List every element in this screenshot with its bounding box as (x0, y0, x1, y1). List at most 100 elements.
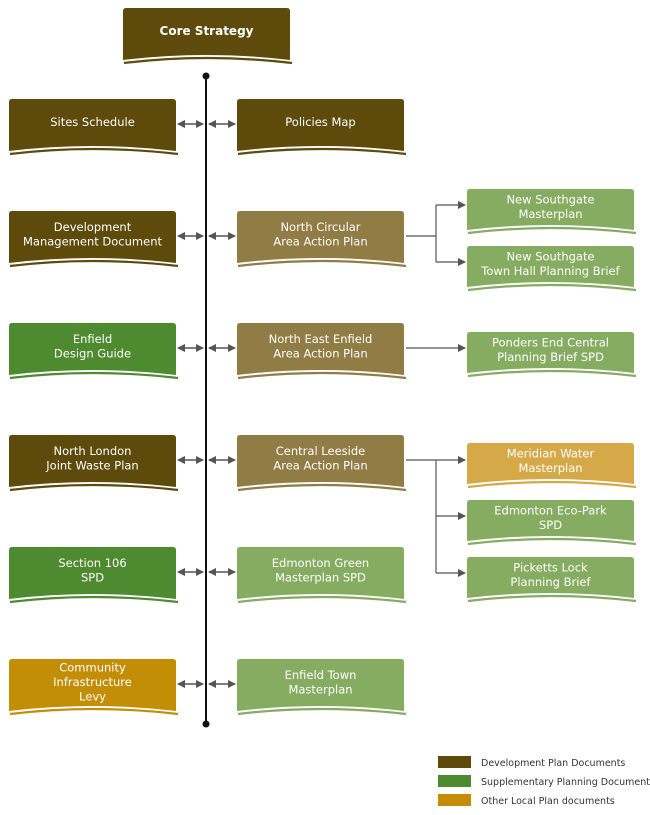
meridian-water-masterplan-shape (467, 443, 634, 484)
ponders-end-central-brief-label-line: Ponders End Central (492, 335, 609, 349)
new-southgate-town-hall-brief-label-line: Town Hall Planning Brief (480, 264, 620, 278)
north-east-enfield-aap-underline (237, 371, 407, 380)
ponders-end-central-brief-underline (467, 369, 637, 378)
section-106-spd-label-line: Section 106 (58, 556, 126, 570)
policies-map-underline (237, 147, 407, 156)
development-management-document-label-line: Management Document (23, 234, 162, 248)
legend-swatch (438, 756, 471, 768)
connectors (177, 72, 466, 728)
enfield-design-guide-underline (9, 371, 179, 380)
central-leeside-aap-label-line: Area Action Plan (273, 458, 367, 472)
north-london-joint-waste-plan-label-line: North London (54, 444, 132, 458)
core-strategy-underline (123, 56, 293, 65)
central-leeside-aap-underline (237, 483, 407, 492)
community-infrastructure-levy-label-line: Levy (79, 690, 106, 704)
section-106-spd-shape (9, 547, 176, 599)
policies-map-label-line: Policies Map (285, 115, 355, 129)
edmonton-green-masterplan-spd-label-line: Edmonton Green (272, 556, 369, 570)
north-circular-aap-shape (237, 211, 404, 263)
policies-map-box: Policies Map (237, 99, 407, 156)
development-management-document-label-line: Development (54, 220, 132, 234)
sites-schedule-label-line: Sites Schedule (50, 115, 135, 129)
new-southgate-masterplan-label-line: Masterplan (518, 207, 582, 221)
legend-label: Other Local Plan documents (481, 796, 615, 807)
spine-dot-bottom (202, 720, 210, 728)
legend-label: Supplementary Planning Document (481, 777, 650, 788)
edmonton-green-masterplan-spd-shape (237, 547, 404, 599)
enfield-town-masterplan-label-line: Masterplan (288, 682, 352, 696)
north-london-joint-waste-plan-label-line: Joint Waste Plan (45, 458, 138, 472)
legend-label: Development Plan Documents (481, 758, 625, 769)
new-southgate-masterplan-underline (467, 226, 637, 235)
picketts-lock-brief-shape (467, 557, 634, 598)
development-management-document-shape (9, 211, 176, 263)
new-southgate-town-hall-brief-label-line: New Southgate (506, 249, 594, 263)
north-circular-aap-label-line: Area Action Plan (273, 234, 367, 248)
ponders-end-central-brief-shape (467, 332, 634, 373)
new-southgate-masterplan-label-line: New Southgate (506, 192, 594, 206)
picketts-lock-brief-label-line: Picketts Lock (513, 560, 588, 574)
north-london-joint-waste-plan-shape (9, 435, 176, 487)
policies-map-shape (237, 99, 404, 151)
legend-item: Supplementary Planning Document (438, 775, 650, 788)
north-east-enfield-aap-shape (237, 323, 404, 375)
sites-schedule-box: Sites Schedule (9, 99, 179, 156)
edmonton-eco-park-spd-label-line: SPD (539, 518, 562, 532)
central-leeside-aap-shape (237, 435, 404, 487)
edmonton-eco-park-spd-underline (467, 537, 637, 546)
spine-dot-top (202, 72, 210, 80)
legend-swatch (438, 794, 471, 806)
community-infrastructure-levy-underline (9, 707, 179, 716)
section-106-spd-label-line: SPD (81, 570, 104, 584)
legend-item: Development Plan Documents (438, 756, 625, 769)
enfield-design-guide-shape (9, 323, 176, 375)
development-management-document-underline (9, 259, 179, 268)
enfield-town-masterplan-label-line: Enfield Town (285, 668, 357, 682)
north-east-enfield-aap-label-line: Area Action Plan (273, 346, 367, 360)
new-southgate-masterplan-shape (467, 189, 634, 230)
community-infrastructure-levy-label-line: Community (59, 661, 126, 675)
sites-schedule-underline (9, 147, 179, 156)
picketts-lock-brief-underline (467, 594, 637, 603)
central-leeside-aap-label-line: Central Leeside (276, 444, 365, 458)
meridian-water-masterplan-underline (467, 480, 637, 489)
enfield-design-guide-label-line: Enfield (73, 332, 112, 346)
enfield-town-masterplan-shape (237, 659, 404, 711)
picketts-lock-brief-label-line: Planning Brief (510, 575, 591, 589)
legend-item: Other Local Plan documents (438, 794, 615, 807)
core-strategy-box: Core Strategy (123, 8, 293, 65)
north-circular-aap-underline (237, 259, 407, 268)
north-east-enfield-aap-label-line: North East Enfield (269, 332, 373, 346)
legend-swatch (438, 775, 471, 787)
edmonton-green-masterplan-spd-label-line: Masterplan SPD (275, 570, 366, 584)
enfield-design-guide-label-line: Design Guide (54, 346, 131, 360)
community-infrastructure-levy-label-line: Infrastructure (53, 675, 132, 689)
new-southgate-town-hall-brief-underline (467, 283, 637, 292)
edmonton-eco-park-spd-label-line: Edmonton Eco-Park (494, 503, 607, 517)
ponders-end-central-brief-label-line: Planning Brief SPD (497, 350, 604, 364)
enfield-town-masterplan-underline (237, 707, 407, 716)
meridian-water-masterplan-label-line: Masterplan (518, 461, 582, 475)
north-london-joint-waste-plan-underline (9, 483, 179, 492)
legend: Development Plan DocumentsSupplementary … (438, 756, 650, 807)
core-strategy-label-line: Core Strategy (160, 24, 254, 38)
sites-schedule-shape (9, 99, 176, 151)
edmonton-eco-park-spd-shape (467, 500, 634, 541)
